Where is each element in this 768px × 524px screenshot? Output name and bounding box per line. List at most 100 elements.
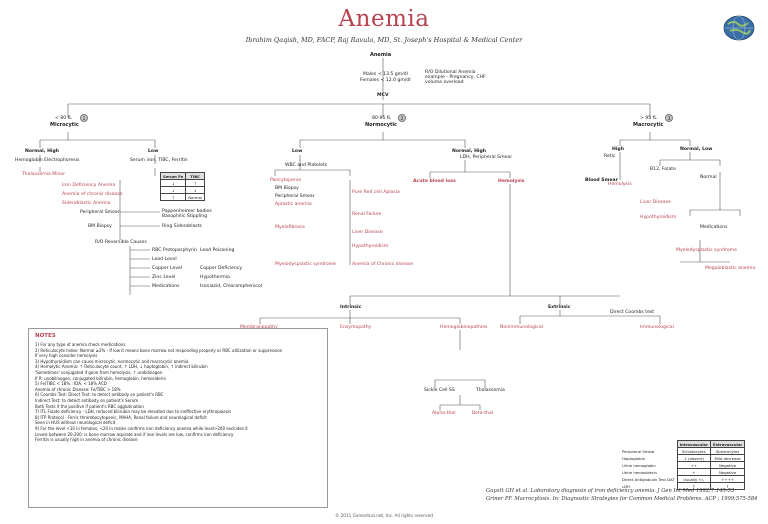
table-cell: ↓ (absent) xyxy=(676,454,711,462)
step-circle-3: 3 xyxy=(665,114,673,122)
table-cell: Spherocytes xyxy=(709,447,746,455)
macro-hypothyroid: Hypothyroidism xyxy=(640,215,677,220)
notes-box: NOTES 1) For any type of anemia check me… xyxy=(28,328,328,508)
sideroblastic: Sideroblastic Anemia xyxy=(62,201,111,206)
cause-result-3: Hypothermia xyxy=(200,275,230,280)
table-cell: Negative xyxy=(709,468,746,476)
note-line: Ferritin is usually high in anemia of ch… xyxy=(35,437,138,443)
note-line: Both Tests if the positive if patient's … xyxy=(35,403,144,409)
hypothyroid: Hypothyroidism xyxy=(352,244,389,249)
reference-1: Guyatt GH et al. Laboratory diagnosis of… xyxy=(486,488,735,494)
chronic-disease: Anemia of chronic disease xyxy=(62,192,123,197)
note-line: 1) For any type of anemia check medicati… xyxy=(35,342,126,347)
enzymopathy: Enzymopathy xyxy=(340,325,372,330)
hemolysis-comparison-table: Intravascular Extravascular Peripheral S… xyxy=(620,440,746,490)
globe-logo-icon xyxy=(723,15,755,41)
note-line: 3) Hypothyroidism can cause microcytic, … xyxy=(35,358,189,364)
thalassemia: Thalassemia xyxy=(476,388,505,393)
immunological: Immunological xyxy=(640,325,674,330)
sickle-cell: Sickle Cell SS xyxy=(424,388,455,393)
normo-low-6: Myelodysplastic syndrome xyxy=(275,262,336,267)
table-cell xyxy=(620,441,677,448)
notes-title: NOTES xyxy=(35,333,56,339)
macro-hemolysis: Hemolysis xyxy=(608,182,632,187)
table-row: Direct Antiglobulin Test DAT Usually +/-… xyxy=(620,475,746,483)
cause-4: Zinc Level xyxy=(152,275,176,280)
table-cell: ↑ xyxy=(676,482,711,490)
nonimmunological: Nonimmunological xyxy=(500,325,543,330)
cause-5: Medications xyxy=(152,284,180,289)
iron-def: Iron Deficiency Anemia xyxy=(62,183,116,188)
peripheral-smear: Peripheral Smear xyxy=(80,210,120,215)
table-cell: + xyxy=(676,468,711,476)
normo-label: Normocytic xyxy=(365,122,398,128)
table-cell: Negative xyxy=(709,461,746,469)
table-cell: ++++ xyxy=(709,475,746,483)
copyright: © 2011 Gxmedical.net, Inc. All rights re… xyxy=(335,513,433,518)
cause-result-1: Lead Poisoning xyxy=(200,248,235,253)
macro-label: Macrocytic xyxy=(633,122,664,128)
macro-blood-smear: Blood Smear xyxy=(585,178,618,183)
note-line: 9) For the level <10 in females, <20 in … xyxy=(35,425,248,431)
note-line: 6) Coombs Test: Direct Test: to detect a… xyxy=(35,392,164,398)
authors-line: Ibrahim Qaqish, MD, FACP, Raj Ravula, MD… xyxy=(245,36,523,44)
step-circle-2: 2 xyxy=(398,114,406,122)
reversible-causes: R/O Reversible Causes xyxy=(95,240,147,245)
normo-range: 80-95 fL xyxy=(372,116,391,121)
macro-meds: Medications xyxy=(700,225,728,230)
extrinsic: Extrinsic xyxy=(548,305,571,310)
normo-normal-high: Normal, High xyxy=(452,149,487,154)
note-line: Levels between 20-200: is bone marrow as… xyxy=(35,431,234,437)
dilution-note-3: volume overload xyxy=(425,80,464,85)
references: Guyatt GH et al. Laboratory diagnosis of… xyxy=(486,487,757,503)
thal-minor: Thalassemia Minor xyxy=(22,172,66,177)
note-line: If very high consider hemolysis xyxy=(35,353,98,359)
macro-high: High xyxy=(612,147,624,152)
wbc-platelets: WBC and Platelets xyxy=(285,163,328,168)
table-cell: Haptoglobin xyxy=(622,455,646,461)
note-line: 7) ITL Folate deficiency - LDH, reduced … xyxy=(35,409,232,415)
acute-blood-loss: Acute blood loss xyxy=(413,179,456,184)
table-row: Haptoglobin ↓ (absent) Mild decrease xyxy=(620,454,746,462)
note-line: 2) Reticulocyte Index: Normal ≥2% - If l… xyxy=(35,347,283,353)
note-line: Indirect Test: to detect antibody on pat… xyxy=(35,397,139,403)
table-cell: Direct Antiglobulin Test DAT xyxy=(622,476,675,482)
basophilic: Basophilic Stippling xyxy=(162,214,208,219)
root-criteria-females: Females < 12.0 gm/dl xyxy=(360,78,411,83)
reference-2: Griner PF. Macrocytosis. In: Diagnostic … xyxy=(486,496,758,502)
step-circle-1: 1 xyxy=(80,114,88,122)
normo-low-5: Myelofibrosis xyxy=(275,225,306,230)
note-line: 'Sometimes' conjugated if gone from hemo… xyxy=(35,369,163,375)
note-line: 4) Hemolytic Anemia: ↑ Reticulocyte coun… xyxy=(35,364,208,370)
chronic-disease-2: Anemia of Chronic disease xyxy=(352,262,414,267)
normo-low-4: Aplastic anemia xyxy=(275,202,312,207)
serum-iron: Serum iron, TIBC, Ferritin xyxy=(130,158,188,163)
page-title: Anemia xyxy=(338,6,430,32)
micro-normal-high: Normal, High xyxy=(25,149,60,154)
table-cell: Urine hemoglobin xyxy=(622,462,656,468)
beta-thal: Beta-thal xyxy=(472,411,494,416)
table-cell: Schistocytes xyxy=(676,447,711,455)
table-cell: Urine hemosiderin xyxy=(622,469,657,475)
renal-failure: Renal Failure xyxy=(352,212,382,217)
macro-normal-low: Normal, Low xyxy=(680,147,713,152)
liver-disease: Liver Disease xyxy=(352,230,383,235)
micro-low: Low xyxy=(148,149,159,154)
dilution-note: R/O Dilutional Anemia xyxy=(425,70,476,75)
table-header: Intravascular xyxy=(676,440,711,448)
note-line: If R: unobilinogen, conjugated bilirubin… xyxy=(35,375,167,381)
macro-retic: Retic xyxy=(604,154,616,159)
cause-3: Copper Level xyxy=(152,266,183,271)
cause-result-2: Copper Deficiency xyxy=(200,266,243,271)
ring-sideroblasts: Ring Sideroblasts xyxy=(162,224,202,229)
table-cell: ↑ xyxy=(709,482,746,490)
macro-mds: Myelodysplastic syndrome xyxy=(676,248,737,253)
ldh-smear: LDH, Peripheral Smear xyxy=(460,155,513,160)
hemoglobinopathies: Hemoglobinopathies xyxy=(440,325,488,330)
cause-result-4: Isoniazid, Chloramphenicol xyxy=(200,284,262,289)
bm-biopsy: BM Biopsy xyxy=(88,224,112,229)
table-row: Urine hemoglobin ++ Negative xyxy=(620,461,746,469)
table-cell: Peripheral Smear xyxy=(622,448,655,454)
note-line: Seen in HUS without neurological deficit xyxy=(35,420,116,426)
